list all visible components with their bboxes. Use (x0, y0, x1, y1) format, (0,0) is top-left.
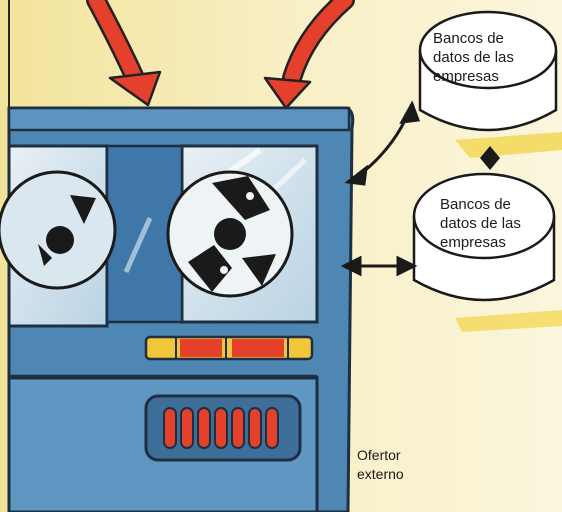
down-arrow-icon (86, 0, 162, 107)
label-line: datos de las (440, 215, 521, 232)
caption-line: Ofertor (357, 447, 401, 463)
tape-machine (0, 106, 355, 512)
indicator-bar (144, 335, 314, 361)
tape-reel-icon (0, 170, 117, 290)
tape-reel-icon (166, 170, 294, 298)
label-line: Bancos de (433, 30, 504, 47)
label-line: empresas (433, 68, 499, 85)
caption-line: externo (357, 466, 404, 482)
database-label-top: Bancos de datos de las empresas (433, 29, 543, 86)
vent-grille (144, 394, 302, 462)
label-line: Bancos de (440, 196, 511, 213)
database-label-bottom: Bancos de datos de las empresas (440, 195, 550, 252)
database-cylinder-icon (418, 10, 558, 132)
label-line: datos de las (433, 49, 514, 66)
yellow-highlight-band (455, 132, 562, 158)
bidirectional-arrow-icon (480, 146, 500, 170)
down-arrow-icon (263, 0, 355, 110)
bidirectional-arrow-icon (344, 100, 421, 186)
yellow-highlight-band-2 (455, 310, 562, 332)
bidirectional-arrow-icon (340, 255, 418, 277)
label-line: empresas (440, 234, 506, 251)
database-cylinder-icon (412, 172, 556, 302)
caption-ofertor-externo: Ofertor externo (357, 446, 447, 484)
